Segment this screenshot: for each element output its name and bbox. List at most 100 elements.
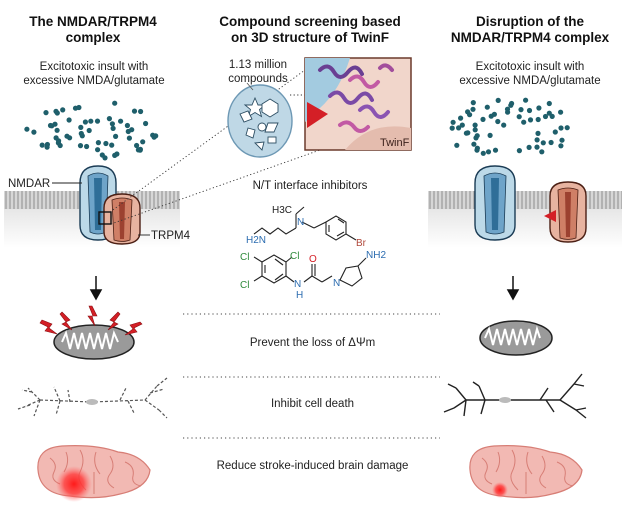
- library-label-line1: 1.13 million: [228, 59, 288, 71]
- down-arrows: [89, 276, 520, 301]
- glutamate-dot: [539, 149, 545, 155]
- glutamate-dot: [546, 100, 552, 107]
- glutamate-dot: [472, 127, 478, 133]
- glutamate-dot: [54, 127, 60, 133]
- twinf-structure-image: TwinF: [304, 57, 412, 151]
- glutamate-dot: [53, 135, 59, 141]
- molecule-1: [253, 206, 357, 241]
- glutamate-dot: [82, 119, 88, 125]
- glutamate-dot: [535, 130, 541, 136]
- glutamate-dot: [526, 144, 532, 150]
- compound-library-icon: [227, 82, 293, 158]
- arrow-down-icon-right: [506, 289, 520, 301]
- effect-brain-label: Reduce stroke-induced brain damage: [216, 460, 409, 472]
- glutamate-dot: [564, 125, 570, 131]
- glutamate-dot: [470, 106, 476, 112]
- glutamate-dot: [138, 108, 144, 115]
- neuron-damaged-icon: [17, 377, 168, 419]
- glutamate-dot: [64, 133, 70, 139]
- glutamate-dot: [94, 118, 101, 124]
- nmdar-label: NMDAR: [8, 178, 50, 190]
- mol2-o: O: [309, 254, 317, 265]
- interface-box: [98, 211, 112, 225]
- glutamate-dot: [95, 147, 101, 153]
- mitochondrion-damaged-icon: [39, 305, 143, 360]
- mol1-br: Br: [356, 238, 367, 249]
- glutamate-dot: [47, 122, 54, 129]
- twinf-label: TwinF: [380, 137, 410, 149]
- glutamate-dot: [527, 117, 534, 123]
- zoom-lines: [109, 69, 321, 225]
- glutamate-dot: [44, 141, 51, 148]
- glutamate-dot: [516, 148, 523, 154]
- glutamate-dot: [495, 118, 501, 125]
- glutamate-dot: [546, 110, 552, 116]
- glutamate-dot: [125, 128, 131, 135]
- brain-damaged-icon: [37, 445, 151, 502]
- glutamate-dot: [79, 133, 85, 139]
- inhibitor-wedge-icon: [544, 210, 556, 222]
- mol2-nh: N: [294, 279, 301, 290]
- mol2-h: H: [296, 290, 303, 301]
- right-subtitle-line1: Excitotoxic insult with: [475, 61, 585, 73]
- glutamate-dot: [24, 126, 30, 132]
- arrow-down-icon-left: [89, 289, 103, 301]
- glutamate-dot: [518, 107, 524, 113]
- glutamate-dot: [484, 104, 490, 110]
- glutamate-dot: [131, 108, 138, 114]
- glutamate-dot: [504, 106, 511, 112]
- trpm4-channel-left: [98, 193, 141, 245]
- glutamate-dot: [558, 125, 564, 131]
- glutamate-dot: [109, 121, 115, 127]
- right-title-line1: Disruption of the: [476, 14, 584, 29]
- mol1-amine: H2N: [246, 235, 266, 246]
- glutamate-dot: [88, 118, 94, 124]
- library-label-line2: compounds: [228, 73, 288, 85]
- neuron-soma-right: [499, 397, 511, 403]
- glutamate-dot: [126, 135, 132, 141]
- membrane-right: [428, 191, 622, 248]
- glutamate-dot: [495, 97, 501, 103]
- mitochondrion-healthy-icon: [479, 320, 553, 356]
- glutamate-dot: [66, 117, 72, 123]
- glutamate-dot: [558, 109, 564, 115]
- glutamate-dot: [501, 122, 507, 128]
- inhibitors-label: N/T interface inhibitors: [252, 180, 368, 192]
- right-subtitle-line2: excessive NMDA/glutamate: [459, 75, 601, 87]
- glutamate-dot: [509, 100, 515, 107]
- glutamate-dot: [492, 147, 499, 153]
- left-title: The NMDAR/TRPM4 complex: [18, 14, 168, 46]
- glutamate-dot: [449, 125, 455, 131]
- glutamate-dot: [113, 133, 119, 139]
- brain-lesion-left: [56, 466, 92, 502]
- glutamate-dot: [103, 140, 109, 147]
- glutamate-dot: [488, 113, 494, 119]
- center-title: Compound screening based on 3D structure…: [205, 14, 415, 46]
- nmdar-channel-right: [474, 165, 516, 241]
- glutamate-dot: [552, 129, 558, 135]
- glutamate-dot: [137, 146, 143, 152]
- glutamate-dot: [110, 125, 116, 131]
- mol2-n: N: [333, 278, 340, 289]
- glutamate-dot: [112, 100, 118, 106]
- mol1-n: N: [297, 217, 304, 228]
- glutamate-dot: [43, 110, 49, 116]
- glutamate-dot: [471, 141, 477, 147]
- right-subtitle: Excitotoxic insult with excessive NMDA/g…: [440, 60, 620, 88]
- glutamate-dot: [516, 114, 522, 120]
- molecule-2: [253, 254, 367, 287]
- glutamate-dot: [458, 115, 464, 121]
- glutamate-dot: [485, 149, 492, 155]
- glutamate-dot: [487, 132, 493, 138]
- glutamate-dot: [72, 105, 79, 111]
- glutamate-dot: [459, 122, 465, 128]
- library-label: 1.13 million compounds: [218, 58, 298, 86]
- center-title-line2: on 3D structure of TwinF: [231, 30, 389, 45]
- glutamate-dot: [473, 135, 479, 141]
- glutamate-dot: [536, 105, 542, 111]
- effect-mito-label: Prevent the loss of ΔΨm: [249, 337, 376, 349]
- glutamate-dot: [109, 142, 115, 148]
- glutamate-dot: [472, 122, 478, 128]
- glutamate-dot: [521, 119, 527, 125]
